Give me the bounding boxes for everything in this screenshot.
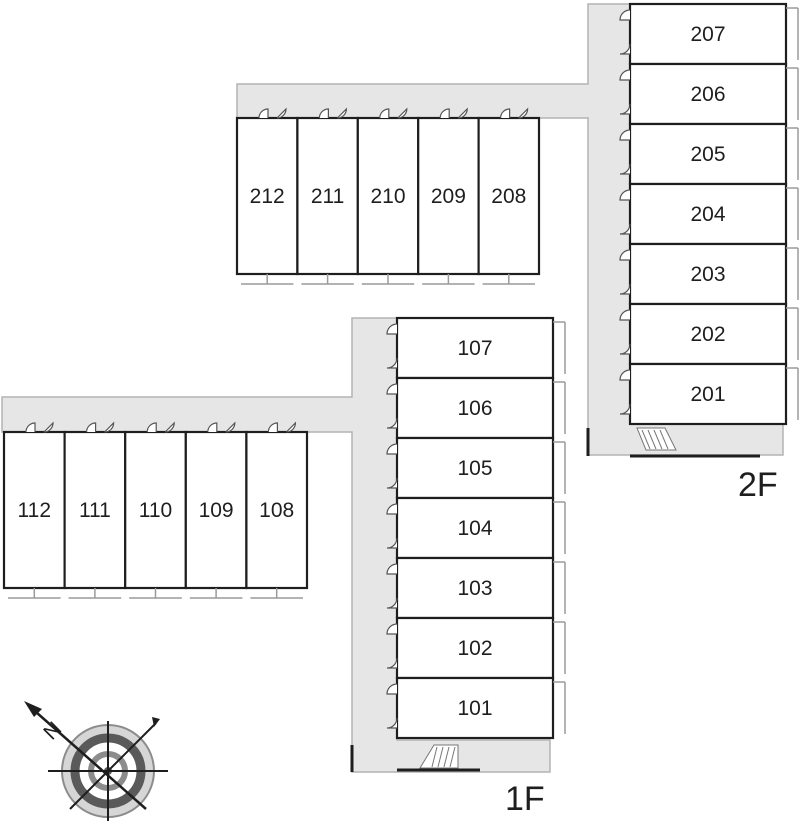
unit-101: 101 — [386, 676, 566, 740]
unit-label: 212 — [250, 185, 285, 208]
unit-label: 211 — [311, 185, 344, 208]
unit-label: 101 — [457, 697, 492, 720]
unit-111: 111 — [63, 421, 127, 599]
unit-row-2f: 212 211 210 209 208 — [235, 107, 541, 285]
unit-label: 105 — [457, 457, 492, 480]
unit-label: 111 — [79, 499, 111, 522]
unit-210: 210 — [356, 107, 420, 285]
unit-207: 207 — [619, 2, 799, 66]
unit-label: 103 — [457, 577, 492, 600]
unit-205: 205 — [619, 122, 799, 186]
floor-2f: 207 206 205 204 203 202 201 212 211 210 209 208 2F — [235, 2, 799, 504]
stair-icon — [419, 744, 459, 769]
unit-204: 204 — [619, 182, 799, 246]
unit-label: 208 — [491, 185, 526, 208]
unit-label: 206 — [690, 83, 725, 106]
stair-icon — [636, 427, 677, 451]
unit-112: 112 — [2, 421, 66, 599]
unit-row-1f: 112 111 110 109 108 — [2, 421, 309, 599]
unit-202: 202 — [619, 302, 799, 366]
unit-column-2f: 207 206 205 204 203 202 201 — [619, 2, 799, 426]
unit-212: 212 — [235, 107, 299, 285]
unit-108: 108 — [245, 421, 309, 599]
unit-107: 107 — [386, 316, 566, 380]
unit-109: 109 — [184, 421, 248, 599]
unit-label: 204 — [690, 203, 725, 226]
unit-110: 110 — [124, 421, 187, 599]
compass-north-label: N — [39, 718, 66, 745]
unit-label: 110 — [139, 499, 172, 522]
unit-label: 202 — [690, 323, 725, 346]
unit-label: 104 — [457, 517, 492, 540]
unit-102: 102 — [386, 616, 566, 680]
unit-label: 112 — [18, 499, 51, 522]
unit-209: 209 — [417, 107, 480, 285]
unit-206: 206 — [619, 62, 799, 126]
unit-106: 106 — [386, 376, 566, 440]
unit-104: 104 — [386, 496, 566, 560]
unit-label: 201 — [690, 383, 725, 406]
unit-label: 102 — [457, 637, 492, 660]
unit-column-1f: 107 106 105 104 103 102 101 — [386, 316, 566, 740]
unit-103: 103 — [386, 556, 566, 620]
unit-label: 109 — [199, 499, 234, 522]
floor-label-1f: 1F — [505, 780, 545, 818]
floor-1f: 107 106 105 104 103 102 101 112 111 110 109 108 1F — [1, 316, 566, 818]
unit-label: 106 — [457, 397, 492, 420]
unit-label: 107 — [457, 337, 492, 360]
unit-208: 208 — [477, 107, 541, 285]
unit-label: 207 — [690, 23, 725, 46]
unit-label: 205 — [690, 143, 725, 166]
unit-211: 211 — [296, 107, 359, 285]
compass-rose-icon: N — [24, 701, 168, 821]
unit-label: 203 — [690, 263, 725, 286]
unit-201: 201 — [619, 362, 799, 426]
unit-203: 203 — [619, 242, 799, 306]
unit-label: 210 — [370, 185, 405, 208]
floor-label-2f: 2F — [738, 466, 778, 504]
unit-label: 209 — [431, 185, 466, 208]
unit-label: 108 — [259, 499, 294, 522]
unit-105: 105 — [386, 436, 566, 500]
